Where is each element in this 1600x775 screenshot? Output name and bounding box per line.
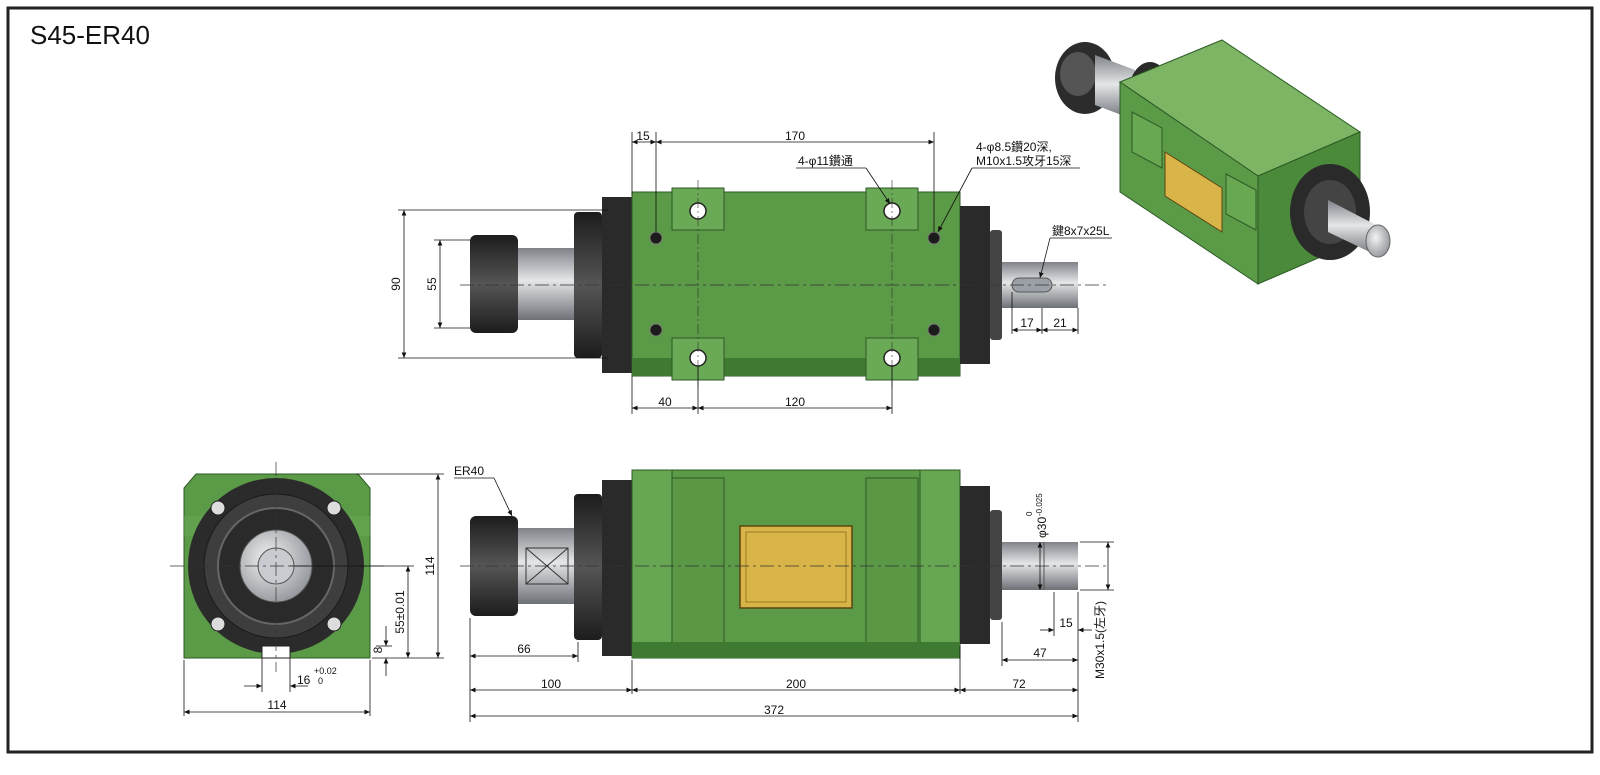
callout-thread: M30x1.5(左牙) [1092, 601, 1107, 679]
end-view-dimensions [183, 473, 444, 716]
dim-21: 21 [1053, 316, 1067, 330]
dim-90: 90 [389, 277, 403, 291]
dim-200: 200 [786, 677, 806, 691]
rear-cap-front [960, 486, 990, 644]
dim-114-vertical: 114 [423, 556, 437, 575]
front-view-dimensions [454, 477, 1114, 722]
callout-er40: ER40 [454, 464, 484, 478]
dim-72: 72 [1012, 677, 1026, 691]
tapped-hole-2 [927, 231, 941, 245]
top-view-dimensions [398, 132, 1112, 414]
dim-slot-width: 16 [297, 673, 311, 687]
callout-tapped-2: M10x1.5攻牙15深 [976, 154, 1071, 168]
model-title: S45-ER40 [30, 20, 150, 50]
dim-47: 47 [1033, 646, 1047, 660]
tapped-hole-3 [649, 323, 663, 337]
callout-shaft-dia: φ30 [1035, 517, 1049, 538]
isometric-view [1055, 39, 1391, 285]
iso-drive-shaft [1328, 200, 1378, 256]
callout-shaft-tol-upper: 0 [1025, 511, 1034, 516]
spindle-nose-top [518, 248, 574, 320]
front-view [460, 469, 1110, 659]
front-flange-front [574, 494, 602, 640]
dim-slot-tol-upper: +0.02 [314, 666, 337, 676]
dim-66: 66 [517, 642, 531, 656]
dim-120: 120 [785, 395, 805, 409]
dim-114-horizontal: 114 [267, 698, 286, 712]
dim-55: 55 [425, 277, 439, 291]
collet-nut-top [470, 235, 518, 333]
sheet-border [6, 6, 1594, 754]
dim-40: 40 [658, 395, 672, 409]
dim-372: 372 [764, 703, 784, 717]
front-cap-front [602, 480, 634, 656]
tapped-hole-1 [649, 231, 663, 245]
dim-17: 17 [1020, 316, 1034, 330]
dim-15-shaft: 15 [1059, 616, 1073, 630]
iso-nameplate [1164, 151, 1223, 233]
callout-thru-holes: 4-φ11鑽通 [798, 153, 853, 168]
dim-slot-tol-lower: 0 [318, 676, 323, 686]
callout-key: 鍵8x7x25L [1052, 223, 1110, 238]
callout-shaft-tol-lower: -0.025 [1035, 493, 1044, 516]
dim-15-top: 15 [636, 129, 650, 143]
dim-100: 100 [541, 677, 561, 691]
dim-170: 170 [785, 129, 805, 143]
dim-8: 8 [371, 646, 385, 653]
nameplate [739, 525, 853, 609]
tapped-hole-4 [927, 323, 941, 337]
end-view [170, 462, 386, 672]
dim-55-tol: 55±0.01 [393, 590, 407, 634]
callout-tapped-1: 4-φ8.5鑽20深, [976, 139, 1052, 154]
top-view [460, 180, 1110, 390]
